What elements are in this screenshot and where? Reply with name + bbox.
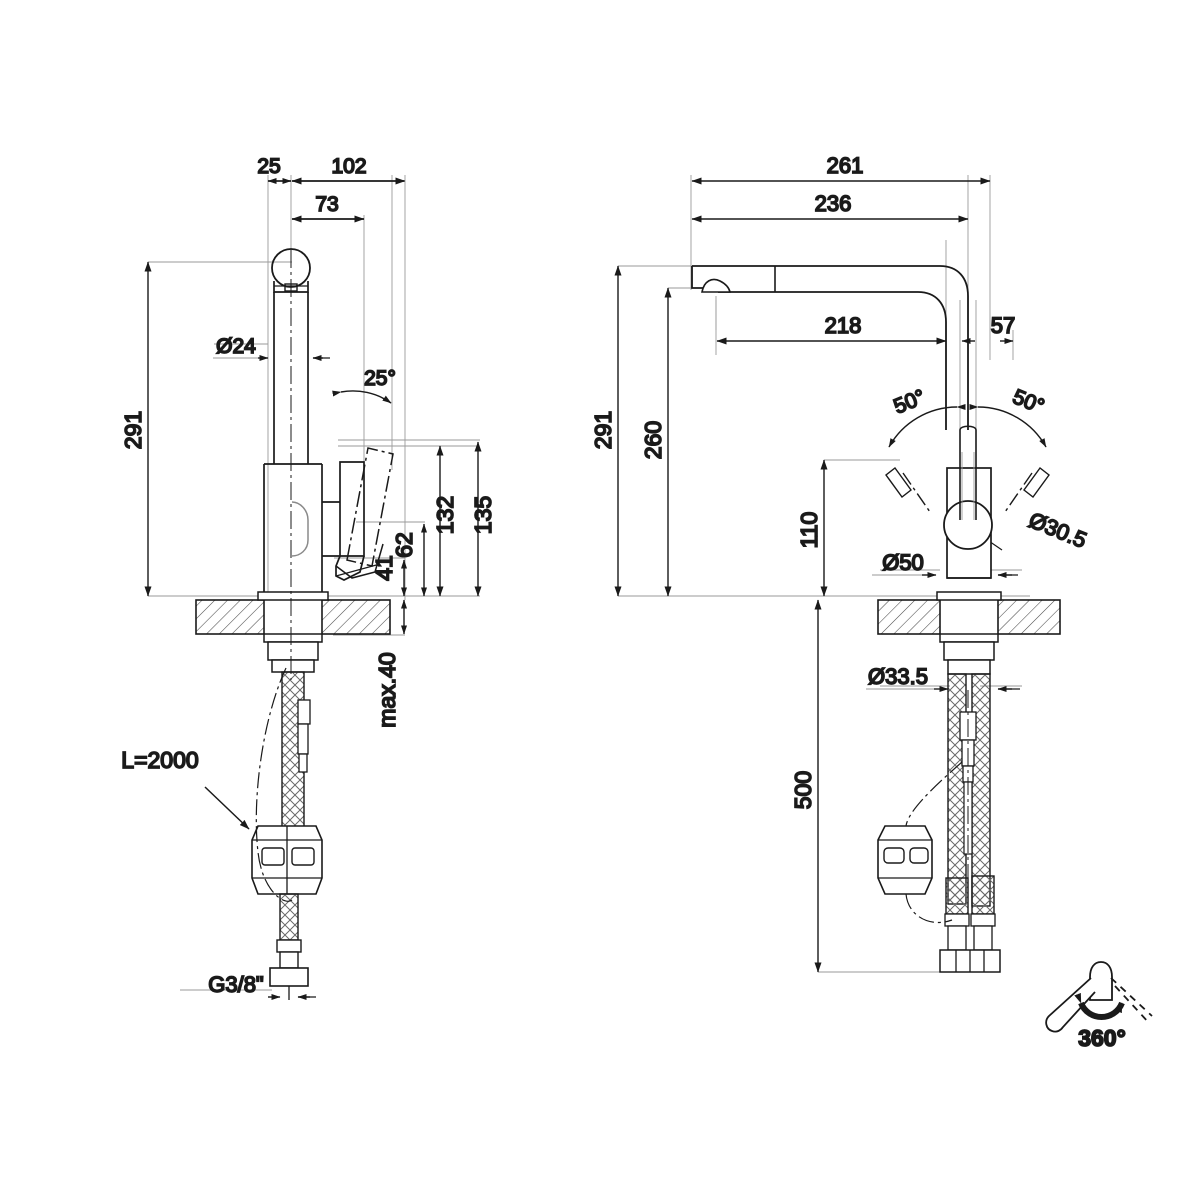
countertop-right [877, 599, 1061, 635]
dim-dia50: Ø50 [872, 549, 1018, 578]
dim-dia33-5-label: Ø33.5 [868, 664, 928, 689]
dim-41: 41 [370, 554, 407, 597]
hose-routing-phantom [255, 667, 293, 902]
dim-62: 62 [390, 523, 427, 597]
hose-length-callout: L=2000 [120, 746, 250, 830]
dim-angle-25-label: 25° [364, 367, 396, 390]
right-front-view: 261 236 218 57 291 260 [589, 152, 1091, 973]
dim-261-label: 261 [827, 153, 864, 178]
dim-thread-label: G3/8" [208, 972, 264, 997]
spray-head-phantom-right [1004, 467, 1050, 513]
spout-tube-left [273, 292, 309, 464]
dim-102-label: 102 [331, 155, 366, 178]
rotation-label: 360° [1078, 1025, 1126, 1051]
dim-41-label: 41 [371, 555, 397, 581]
dim-110-label: 110 [796, 512, 822, 549]
dim-dia50-label: Ø50 [882, 550, 924, 575]
dim-291-right-label: 291 [590, 411, 616, 449]
dim-angle-50-right: 50° [969, 385, 1048, 448]
dim-73-label: 73 [315, 193, 338, 216]
dim-291-right: 291 [589, 265, 622, 597]
dim-angle-25: 25° [332, 366, 397, 404]
dim-261: 261 [691, 152, 991, 185]
handle-tilted-phantom [346, 447, 394, 567]
dim-110: 110 [795, 459, 828, 597]
dim-291-left-label: 291 [120, 411, 146, 449]
dim-135: 135 [469, 441, 497, 597]
mounting-shank-left [257, 591, 329, 673]
hose-routing-phantom-right [905, 761, 963, 924]
dim-291-left: 291 [119, 261, 152, 597]
dim-max40-label: max.40 [374, 652, 400, 727]
handle-tilted-outline [335, 543, 384, 579]
dim-dia33-5: Ø33.5 [866, 663, 1020, 692]
hose-length-label: L=2000 [121, 747, 198, 773]
dim-236-label: 236 [815, 191, 852, 216]
dim-25: 25 [256, 154, 292, 184]
dim-57-label: 57 [991, 313, 1015, 338]
handle-left [335, 461, 365, 581]
spout-rotation-symbol: 360° [1045, 961, 1153, 1052]
spout-right [691, 265, 969, 430]
dim-angle-50-left-label: 50° [891, 385, 929, 418]
left-side-view: 25 102 73 Ø24 291 [119, 154, 497, 1000]
dim-132-label: 132 [432, 496, 458, 534]
faucet-body-right [943, 425, 993, 579]
dim-500-label: 500 [790, 771, 816, 809]
spray-head-phantom-left [885, 467, 931, 513]
dim-218-label: 218 [825, 313, 862, 338]
dim-dia24-label: Ø24 [216, 335, 256, 358]
dim-25-label: 25 [257, 155, 280, 178]
braided-hose-left [281, 671, 311, 841]
dim-73: 73 [291, 192, 365, 223]
dim-57: 57 [961, 312, 1016, 344]
hose-weight-right [877, 825, 933, 895]
faucet-body-left [263, 463, 340, 596]
dim-500: 500 [789, 599, 822, 973]
dim-62-label: 62 [391, 532, 417, 558]
dim-angle-50-right-label: 50° [1009, 385, 1047, 418]
dim-thread-g38: G3/8" [207, 971, 316, 1000]
mounting-shank-right [936, 591, 1002, 675]
dim-132: 132 [431, 445, 459, 597]
dim-260-label: 260 [640, 421, 666, 459]
braided-hoses-right [939, 673, 1001, 973]
dim-236: 236 [691, 190, 969, 223]
dim-218: 218 [716, 312, 947, 345]
dim-135-label: 135 [470, 496, 496, 534]
dim-102: 102 [291, 154, 406, 600]
dim-dia30-5-label: Ø30.5 [1025, 507, 1090, 553]
dim-max40: max.40 [373, 599, 407, 729]
countertop-left [195, 599, 391, 635]
dim-dia24: Ø24 [213, 334, 330, 361]
lower-hose-left [269, 893, 309, 1000]
hose-weight-left [251, 825, 323, 895]
dim-260: 260 [639, 287, 672, 597]
